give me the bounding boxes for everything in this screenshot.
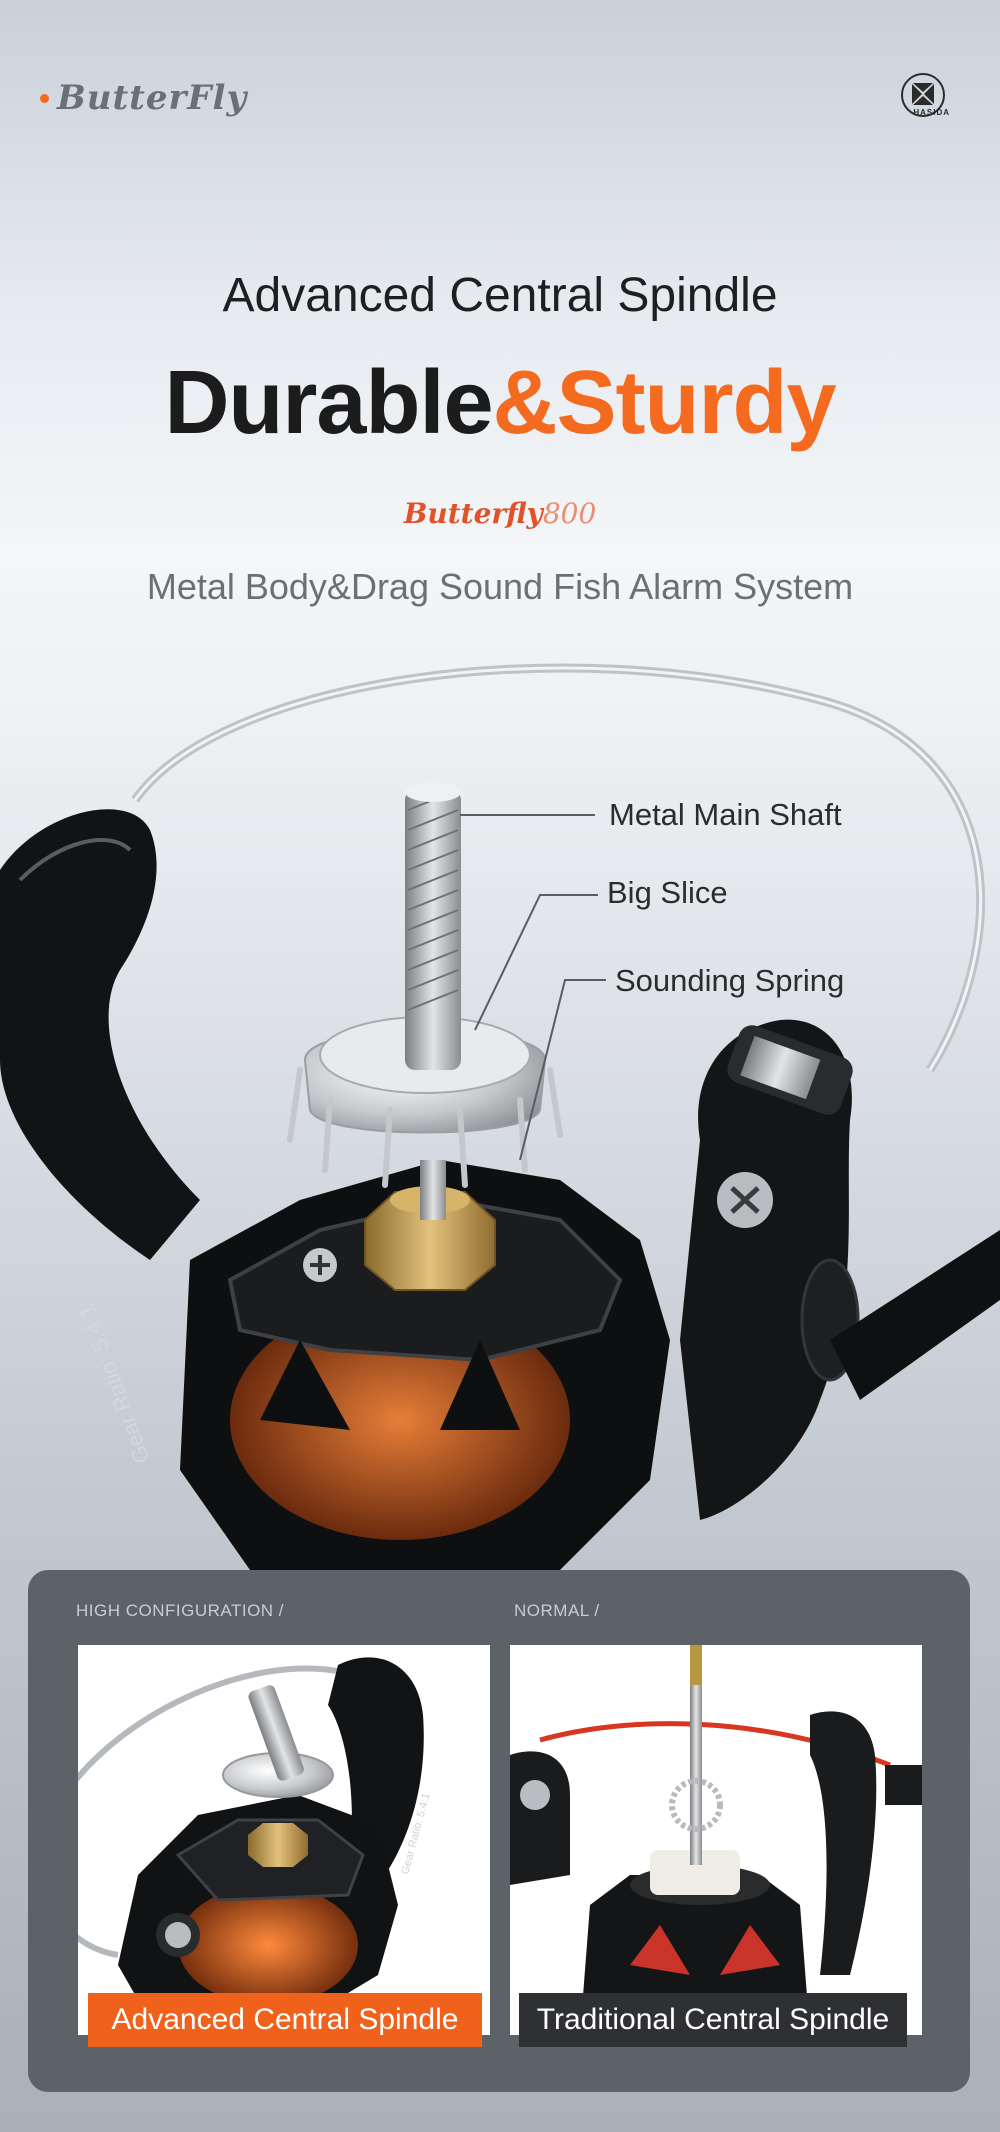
brand-dot-icon [40,93,49,103]
normal-label: NORMAL / [514,1601,600,1620]
hero-headline: Durable&Sturdy [0,352,1000,455]
brand-name: ButterFly [57,78,248,118]
model-name: Butterfly [403,497,543,530]
advanced-spindle-illustration: Gear Ratio: 5.4:1 [78,1657,433,2035]
model-number: 800 [542,497,597,530]
hero-subtitle: Advanced Central Spindle [222,269,778,322]
traditional-spindle-caption: Traditional Central Spindle [519,1993,907,2047]
high-config-label: HIGH CONFIGURATION / [76,1601,285,1620]
callout-metal-main-shaft: Metal Main Shaft [609,797,842,832]
headline-sturdy: &Sturdy [492,353,837,453]
hasida-logo-text: HASIDA [913,108,950,117]
callout-sounding-spring: Sounding Spring [615,963,845,998]
reel-illustration: Gear Ratio: 5.4:1 [0,663,1000,1570]
callout-big-slice: Big Slice [607,875,728,910]
traditional-spindle-photo [510,1645,922,2035]
traditional-spindle-illustration [510,1645,922,2035]
gear-ratio-text: Gear Ratio: 5.4:1 [74,1301,155,1467]
brand-logo: ButterFly [40,78,247,118]
advanced-spindle-photo: Gear Ratio: 5.4:1 [78,1645,490,2035]
hero-tagline: Metal Body&Drag Sound Fish Alarm System [146,566,854,607]
advanced-spindle-caption: Advanced Central Spindle [88,1993,482,2047]
hasida-logo-icon [901,73,945,117]
headline-durable: Durable [164,353,493,453]
model-logo: Butterfly800 [0,497,1000,530]
